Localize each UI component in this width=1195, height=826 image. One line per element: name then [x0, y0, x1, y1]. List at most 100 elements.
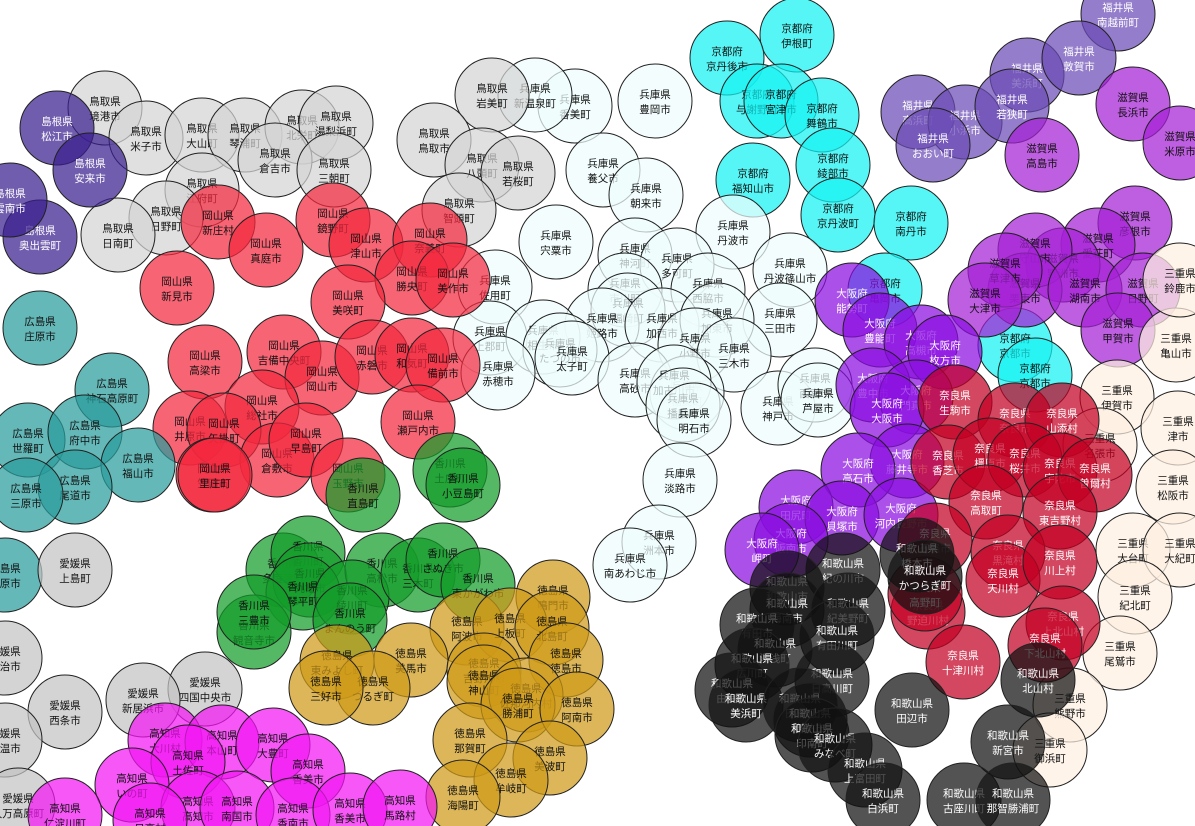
municipality-circle	[518, 204, 594, 280]
municipality-circle	[228, 212, 304, 288]
prefecture-label: 徳島県	[447, 784, 479, 797]
municipality-label: 瀬戸内市	[397, 424, 439, 437]
prefecture-label: 岡山県	[246, 395, 278, 407]
municipality-label: 早島町	[290, 442, 322, 455]
municipality-label: 甲賀市	[1102, 332, 1134, 345]
prefecture-label: 兵庫県	[482, 360, 514, 373]
municipality-circle	[1000, 642, 1076, 718]
municipality-bubble: 愛媛県東温市	[0, 702, 43, 778]
municipality-label: 雲南市	[0, 202, 26, 215]
municipality-label: 大津市	[969, 302, 1001, 315]
prefecture-label: 兵庫県	[474, 325, 506, 338]
municipality-circle	[873, 185, 949, 261]
prefecture-label: 徳島県	[454, 727, 486, 740]
prefecture-label: 奈良県	[1046, 407, 1078, 420]
prefecture-label: 三重県	[1119, 584, 1151, 597]
municipality-circle	[1004, 117, 1080, 193]
prefecture-label: 広島県	[10, 482, 42, 495]
municipality-circle	[0, 620, 43, 696]
prefecture-label: 愛媛県	[127, 687, 159, 700]
municipality-label: 世羅町	[12, 443, 44, 455]
municipality-label: 那賀町	[454, 743, 486, 755]
prefecture-label: 奈良県	[1044, 499, 1076, 512]
prefecture-label: 広島県	[12, 427, 44, 440]
prefecture-label: 兵庫県	[764, 307, 796, 320]
municipality-label: 太子町	[556, 360, 588, 373]
municipality-label: 淡路市	[664, 482, 696, 495]
prefecture-label: 兵庫県	[717, 219, 749, 232]
municipality-label: 美作市	[437, 282, 469, 295]
municipality-circle	[592, 527, 668, 603]
municipality-label: 直島町	[347, 497, 379, 510]
prefecture-label: 岡山県	[250, 238, 282, 250]
prefecture-label: 広島県	[59, 474, 91, 487]
prefecture-label: 和歌山県	[862, 787, 904, 800]
municipality-label: 津市	[1168, 430, 1189, 443]
prefecture-label: 三重県	[1117, 537, 1149, 550]
municipality-label: 三好市	[310, 690, 342, 703]
prefecture-label: 福井県	[917, 132, 949, 145]
prefecture-label: 和歌山県	[943, 787, 985, 800]
municipality-label: 日高村	[134, 822, 166, 826]
municipality-label: 新見市	[161, 290, 193, 303]
municipality-label: 宍粟市	[540, 244, 572, 257]
prefecture-label: 滋賀県	[1026, 142, 1058, 155]
municipality-circle	[895, 107, 971, 183]
municipality-label: 府中市	[69, 434, 101, 447]
prefecture-label: 京都府	[781, 22, 813, 35]
municipality-circle	[112, 782, 188, 826]
municipality-bubble: 高知県日高村	[112, 782, 188, 826]
prefecture-label: 兵庫県	[630, 182, 662, 195]
prefecture-label: 奈良県	[939, 389, 971, 402]
municipality-label: 貝塚市	[826, 520, 858, 533]
municipality-label: 南あわじ市	[604, 567, 657, 580]
municipality-label: 奥出雲町	[19, 239, 61, 252]
prefecture-label: 兵庫県	[639, 88, 671, 101]
municipality-label: 美浜町	[730, 707, 762, 720]
municipality-label: 芦屋市	[802, 402, 834, 415]
municipality-label: 海陽町	[447, 799, 479, 812]
municipality-circle	[288, 650, 364, 726]
municipality-label: おおい町	[912, 148, 954, 160]
prefecture-label: 兵庫県	[678, 407, 710, 420]
prefecture-label: 広島県	[122, 452, 154, 465]
municipality-circle	[845, 762, 921, 826]
prefecture-label: 奈良県	[987, 567, 1019, 580]
prefecture-label: 愛媛県	[189, 676, 221, 689]
municipality-label: 亀山市	[1160, 347, 1192, 360]
prefecture-label: 兵庫県	[774, 257, 806, 270]
prefecture-label: 兵庫県	[587, 157, 619, 170]
municipality-bubble: 愛媛県今治市	[0, 620, 43, 696]
prefecture-label: 香川県	[447, 473, 479, 485]
municipality-label: 真庭市	[250, 252, 282, 265]
municipality-circle	[27, 777, 103, 826]
prefecture-label: 岡山県	[268, 340, 300, 352]
prefecture-label: 徳島県	[534, 745, 566, 758]
municipality-label: 三原市	[10, 497, 42, 510]
prefecture-label: 高知県	[49, 802, 81, 815]
municipality-circle	[874, 672, 950, 748]
prefecture-label: 奈良県	[947, 649, 979, 662]
prefecture-label: 岡山県	[199, 463, 231, 475]
municipality-label: 岩美町	[476, 97, 508, 110]
municipality-label: 那智勝浦町	[987, 802, 1040, 815]
municipality-label: 西条市	[49, 714, 81, 727]
prefecture-label: 京都府	[711, 45, 743, 58]
municipality-label: 福知山市	[732, 182, 774, 195]
municipality-label: 松江市	[41, 130, 73, 143]
prefecture-label: 広島県	[24, 315, 56, 328]
municipality-label: 竹原市	[0, 577, 21, 590]
municipality-label: 四国中央市	[179, 691, 232, 704]
